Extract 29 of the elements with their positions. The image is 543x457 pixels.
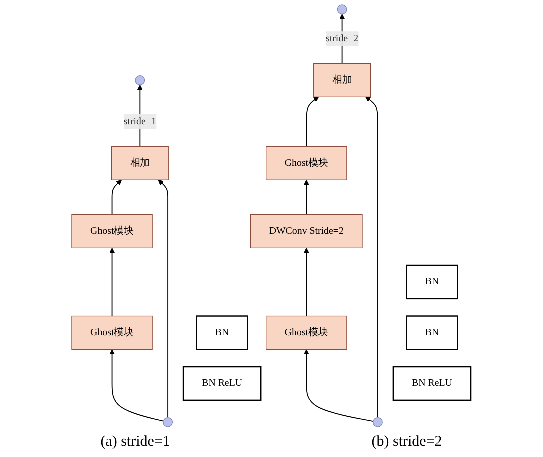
node-box: BN <box>406 264 458 300</box>
node-box: BN ReLU <box>182 366 262 402</box>
arrow <box>110 349 164 422</box>
node-box: 相加 <box>111 146 169 180</box>
arrow <box>110 248 115 317</box>
arrow <box>112 180 122 216</box>
node-box: Ghost模块 <box>72 214 153 248</box>
caption-text: (a) stride=1 <box>100 434 170 451</box>
caption-text: (b) stride=2 <box>372 434 442 451</box>
arrow <box>366 96 378 418</box>
node-circle <box>163 417 173 428</box>
arrow <box>158 180 169 418</box>
node-box: 相加 <box>314 63 372 98</box>
node-circle <box>373 417 383 428</box>
node-box: BN ReLU <box>392 366 472 402</box>
arrow <box>304 180 310 216</box>
node-circle <box>337 4 348 15</box>
node-box: BN <box>196 316 248 350</box>
node-box: DWConv Stride=2 <box>250 214 363 248</box>
node-box: BN <box>406 316 458 350</box>
arrow <box>304 248 310 317</box>
node-circle <box>135 76 146 86</box>
edge-label: stride=2 <box>326 33 359 44</box>
edge-label: stride=1 <box>124 116 156 127</box>
node-box: Ghost模块 <box>266 316 348 350</box>
node-box: Ghost模块 <box>266 146 348 180</box>
node-box: Ghost模块 <box>72 316 153 350</box>
arrow <box>306 96 320 148</box>
arrow <box>304 349 374 422</box>
